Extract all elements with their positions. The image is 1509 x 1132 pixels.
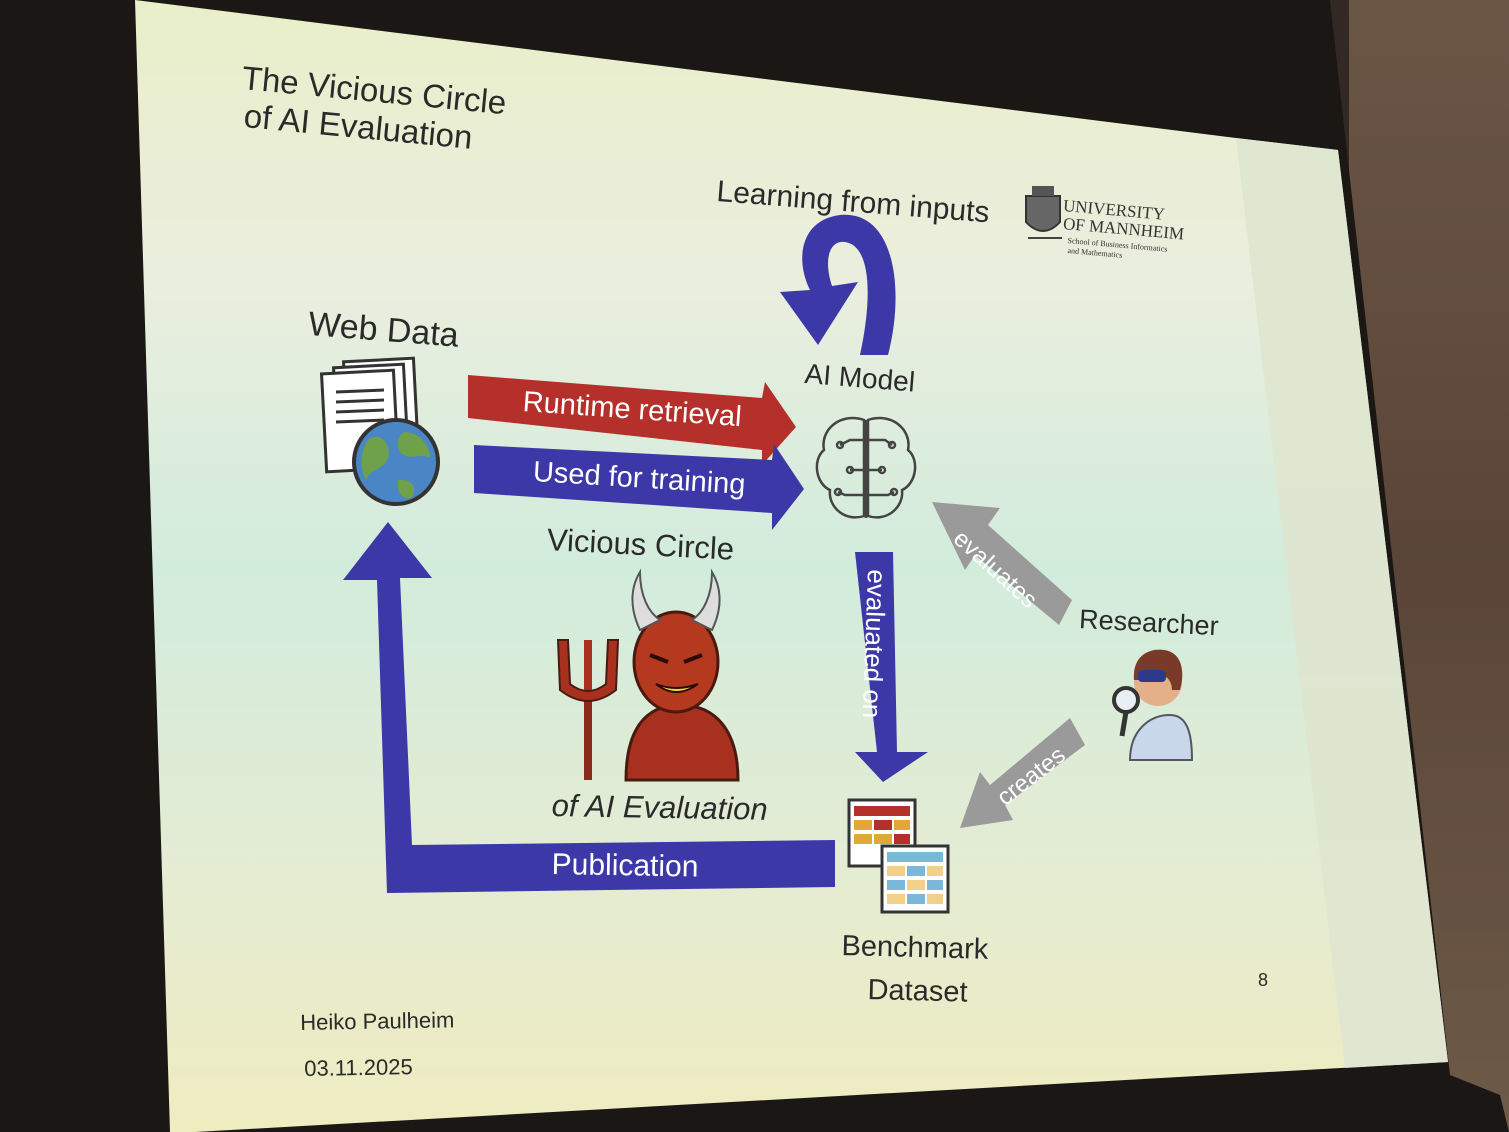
runtime-retrieval-arrow: [468, 375, 796, 465]
researcher-icon: [1112, 649, 1194, 761]
evaluates-arrow: [932, 502, 1072, 625]
web-data-icon: [319, 356, 440, 506]
page-number: 8: [1258, 970, 1269, 990]
benchmark-label-line1: Benchmark: [841, 930, 989, 966]
publication-label: Publication: [551, 848, 699, 884]
university-crest-icon: [1025, 186, 1062, 239]
used-for-training-arrow: [474, 444, 804, 530]
date-label: 03.11.2025: [304, 1054, 413, 1081]
of-ai-evaluation-label: of AI Evaluation: [551, 788, 768, 827]
learning-loop-arrow: [780, 214, 896, 355]
dataset-table-icon: [847, 798, 950, 914]
devil-icon: [556, 568, 740, 782]
evaluated-on-arrow: [855, 552, 928, 782]
author-label: Heiko Paulheim: [300, 1007, 455, 1035]
brain-circuit-icon: [815, 417, 917, 519]
publication-arrow: [343, 522, 835, 893]
creates-arrow: [960, 718, 1085, 828]
benchmark-label-line2: Dataset: [867, 974, 968, 1009]
evaluated-on-label: evaluated on: [856, 568, 892, 719]
